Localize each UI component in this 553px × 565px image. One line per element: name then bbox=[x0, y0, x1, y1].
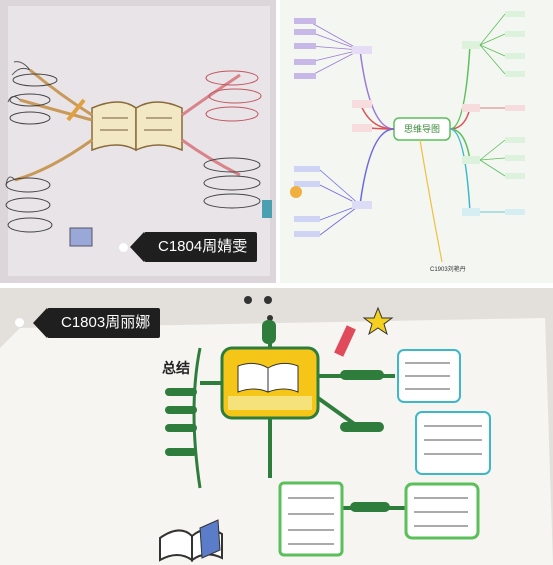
digital-mindmap-drawing bbox=[280, 0, 553, 283]
center-node-label: 思维导图 bbox=[403, 124, 440, 134]
student-label-1: C1804周婧雯 bbox=[129, 232, 258, 262]
photo-caption: C1903刘艳丹 bbox=[430, 267, 466, 273]
tag-dot bbox=[15, 318, 24, 327]
tag-dot bbox=[119, 243, 128, 252]
photo-mindmap-digital: 思维导图 C1903刘艳丹 bbox=[280, 0, 553, 283]
student-label-3: C1803周丽娜 bbox=[32, 308, 161, 338]
photo-mindmap-sketch-2: 总结 C1803周丽娜 bbox=[0, 288, 553, 565]
photo-mindmap-sketch-1: C1804周婧雯 bbox=[0, 0, 276, 283]
sketch-1-drawing bbox=[0, 0, 276, 283]
sketch-heading: 总结 bbox=[162, 361, 190, 377]
